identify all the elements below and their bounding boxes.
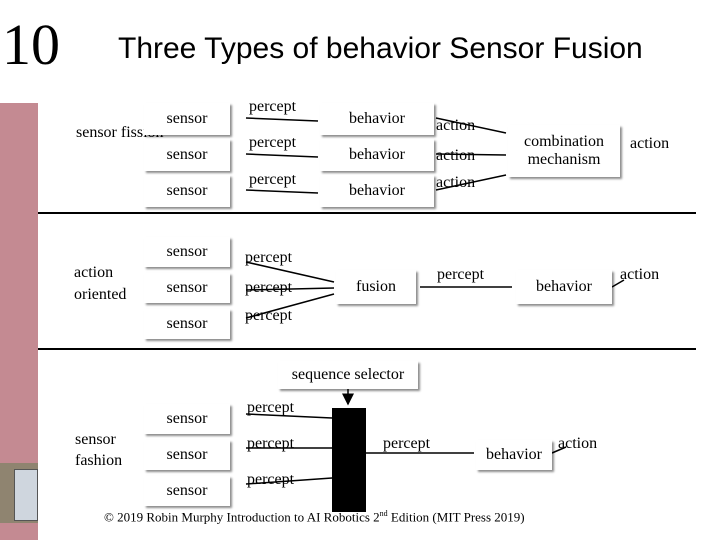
selector-switch-block — [332, 408, 366, 512]
percept-label: percept — [245, 307, 293, 324]
sensor-box: sensor — [144, 404, 230, 434]
percept-label: percept — [249, 98, 297, 115]
action-label: action — [436, 117, 476, 134]
sensor-box: sensor — [144, 139, 230, 171]
section-label-fashion: sensor fashion — [75, 431, 123, 469]
percept-label: percept — [437, 266, 485, 283]
behavior-box: behavior — [320, 103, 434, 135]
book-cover-thumbnail — [0, 463, 38, 523]
behavior-box: behavior — [476, 440, 552, 470]
sensor-box: sensor — [144, 309, 230, 339]
section-divider — [38, 212, 696, 214]
behavior-box: behavior — [516, 270, 612, 304]
section-divider — [38, 348, 696, 350]
sensor-box: sensor — [144, 237, 230, 267]
percept-label: percept — [383, 435, 431, 452]
section-label-action-oriented: action oriented — [74, 264, 127, 303]
sensor-box: sensor — [144, 273, 230, 303]
slide-title: Three Types of behavior Sensor Fusion — [118, 32, 643, 65]
percept-label: percept — [245, 249, 293, 266]
percept-label: percept — [245, 279, 293, 296]
sensor-box: sensor — [144, 476, 230, 506]
percept-label: percept — [247, 471, 295, 488]
section-label-fission: sensor fission — [76, 124, 164, 141]
sensor-box: sensor — [144, 103, 230, 135]
action-label: action — [620, 266, 660, 283]
action-label: action — [630, 135, 670, 152]
combination-mechanism-box: combination mechanism — [508, 125, 620, 177]
chapter-number: 10 — [2, 12, 60, 77]
sensor-box: sensor — [144, 175, 230, 207]
sensor-box: sensor — [144, 440, 230, 470]
action-label: action — [558, 435, 598, 452]
sequence-selector-box: sequence selector — [278, 361, 418, 389]
action-label: action — [436, 174, 476, 191]
percept-label: percept — [247, 435, 295, 452]
behavior-box: behavior — [320, 175, 434, 207]
percept-label: percept — [249, 134, 297, 151]
action-label: action — [436, 147, 476, 164]
behavior-box: behavior — [320, 139, 434, 171]
percept-label: percept — [249, 171, 297, 188]
percept-label: percept — [247, 399, 295, 416]
footer-citation: © 2019 Robin Murphy Introduction to AI R… — [104, 509, 525, 525]
fusion-box: fusion — [336, 270, 416, 304]
